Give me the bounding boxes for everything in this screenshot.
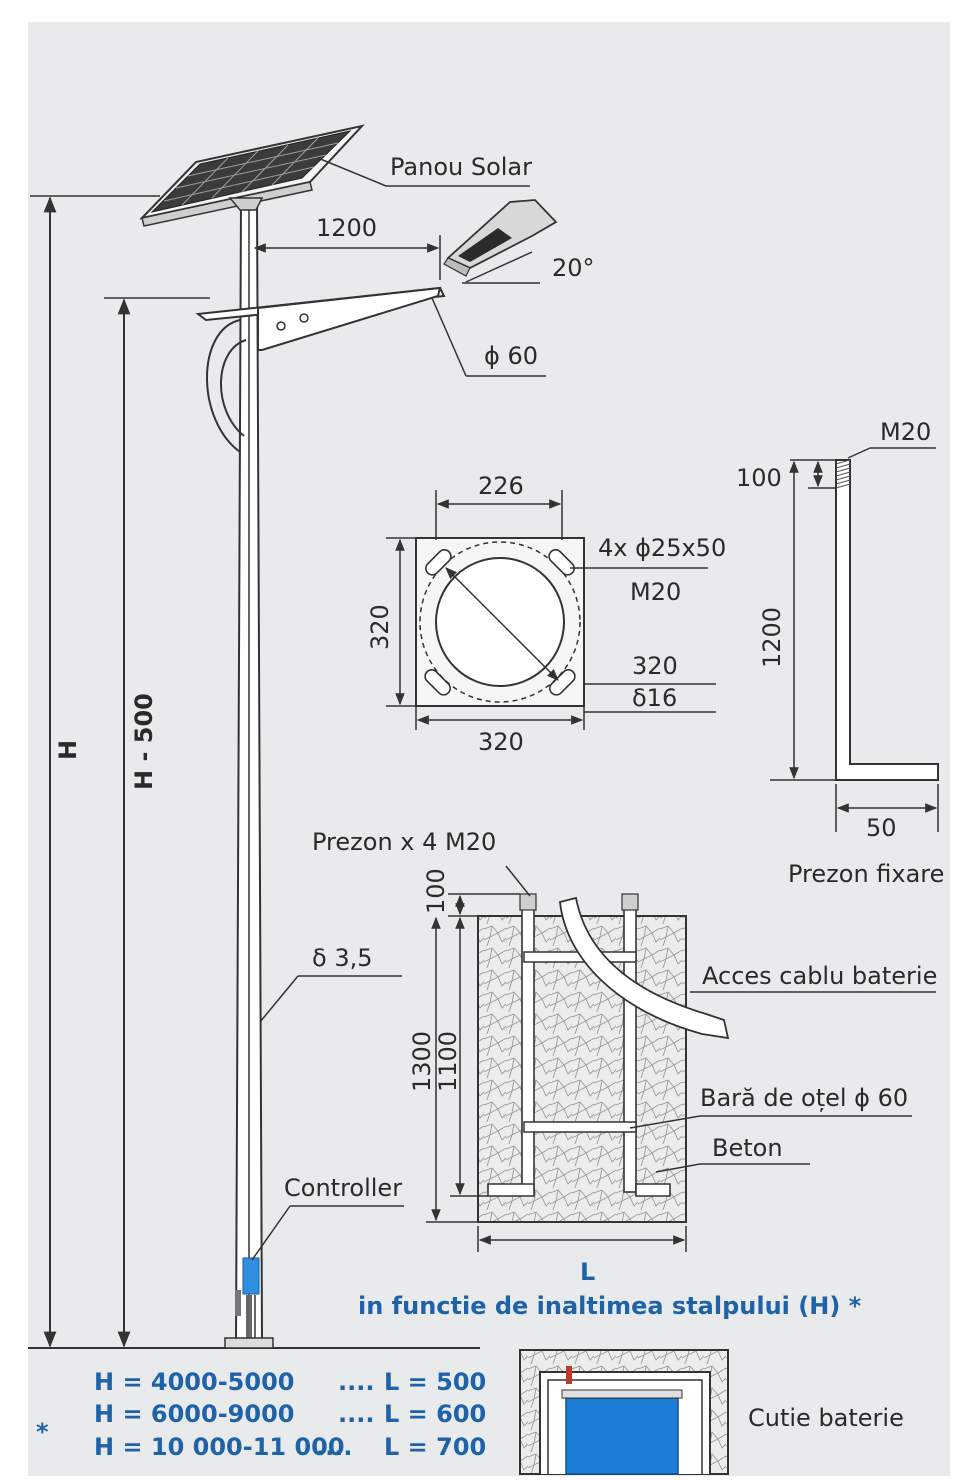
table-row-1-h: H = 4000-5000 bbox=[94, 1368, 294, 1396]
battery bbox=[565, 1397, 679, 1475]
cable-conduit bbox=[559, 896, 730, 1040]
plate-height-label: 320 bbox=[366, 604, 394, 650]
anchor-length-label: 1200 bbox=[758, 607, 786, 668]
wall-thickness-label: δ 3,5 bbox=[312, 944, 372, 972]
found-bolts-leader bbox=[505, 865, 531, 897]
lamp-angle-label: 20° bbox=[552, 254, 595, 282]
plate-width-label: 320 bbox=[478, 728, 524, 756]
angle-ref-line bbox=[465, 251, 533, 283]
lamp-head bbox=[443, 199, 558, 277]
anchor-bolt bbox=[835, 459, 939, 781]
arm-diameter-leader bbox=[431, 297, 467, 377]
table-row-3-sep: .... bbox=[316, 1433, 352, 1461]
plate-thickness-label: δ16 bbox=[632, 684, 677, 712]
anchor-thread-label: M20 bbox=[880, 418, 931, 446]
found-bolts-label: Prezon x 4 M20 bbox=[312, 828, 496, 856]
controller-box bbox=[242, 1257, 260, 1295]
found-depth-inner-label: 1100 bbox=[434, 1031, 462, 1092]
base-plate bbox=[415, 537, 585, 707]
table-row-2-h: H = 6000-9000 bbox=[94, 1400, 294, 1428]
controller-leader bbox=[251, 1205, 291, 1261]
table-row-1-sep: .... bbox=[338, 1368, 374, 1396]
arm-diameter-label: ϕ 60 bbox=[484, 342, 538, 370]
plate-bolt-label: M20 bbox=[630, 578, 681, 606]
table-row-3-l: L = 700 bbox=[384, 1433, 486, 1461]
anchor-thread-len-label: 100 bbox=[736, 464, 782, 492]
found-protrusion-label: 100 bbox=[422, 868, 450, 914]
found-width-label: L bbox=[580, 1258, 595, 1286]
anchor-hook-label: 50 bbox=[866, 814, 897, 842]
table-asterisk: * bbox=[36, 1418, 49, 1446]
arm-length-label: 1200 bbox=[316, 214, 377, 242]
hole-spacing-label: 226 bbox=[478, 472, 524, 500]
height-table: * H = 4000-5000 .... L = 500 H = 6000-90… bbox=[36, 1368, 486, 1461]
arm-height-label: H - 500 bbox=[130, 693, 158, 790]
battery-box-label: Cutie baterie bbox=[748, 1404, 904, 1432]
battery-terminal bbox=[566, 1366, 572, 1384]
pole-door bbox=[235, 1290, 241, 1316]
table-row-1-l: L = 500 bbox=[384, 1368, 486, 1396]
controller-label: Controller bbox=[284, 1174, 402, 1202]
pole-base-plate bbox=[224, 1337, 274, 1349]
foundation-block bbox=[477, 893, 730, 1223]
solar-panel bbox=[139, 124, 365, 227]
cable-access-label: Acces cablu baterie bbox=[702, 962, 937, 990]
table-row-2-l: L = 600 bbox=[384, 1400, 486, 1428]
height-label: H bbox=[54, 740, 82, 760]
panel-leader bbox=[317, 157, 387, 187]
table-row-2-sep: .... bbox=[338, 1400, 374, 1428]
plate-side-label: 320 bbox=[632, 652, 678, 680]
holes-label: 4x ϕ25x50 bbox=[598, 534, 726, 562]
wall-thickness-leader bbox=[259, 975, 299, 1023]
battery-box bbox=[519, 1349, 729, 1475]
lamp-arm bbox=[195, 286, 446, 453]
concrete-label: Beton bbox=[712, 1134, 783, 1162]
anchor-title: Prezon fixare bbox=[788, 860, 944, 888]
found-depth-outer-label: 1300 bbox=[408, 1031, 436, 1092]
table-row-3-h: H = 10 000-11 000 bbox=[94, 1433, 345, 1461]
caption: in functie de inaltimea stalpului (H) * bbox=[358, 1292, 862, 1320]
panel-bracket bbox=[228, 197, 264, 211]
panel-label: Panou Solar bbox=[390, 153, 532, 181]
pole bbox=[224, 199, 274, 1349]
steel-bar-label: Bară de oțel ϕ 60 bbox=[700, 1084, 908, 1112]
